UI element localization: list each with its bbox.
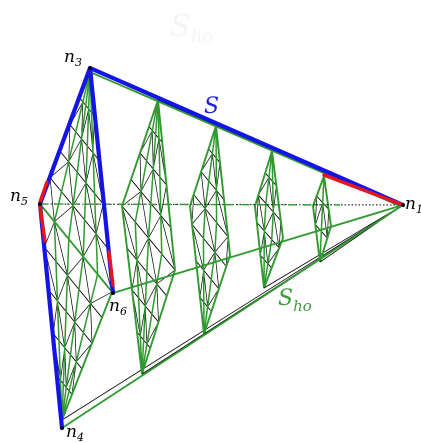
green-panel-line bbox=[203, 125, 218, 335]
node-label-n3-sub: 3 bbox=[75, 56, 82, 69]
green-edge-n5-n6 bbox=[39, 203, 114, 294]
green-panel-line bbox=[141, 99, 159, 375]
green-edge-n6-n1 bbox=[112, 204, 404, 294]
node-label-n6-main: n bbox=[109, 296, 120, 316]
surface-label-s-main: S bbox=[204, 94, 219, 119]
ghost-title-main: S bbox=[170, 9, 191, 44]
center-dotted-line bbox=[39, 203, 404, 206]
blue-boundary-s bbox=[37, 65, 406, 431]
green-panel-line bbox=[263, 150, 273, 289]
node-label-n4: n4 bbox=[66, 422, 84, 443]
red-segment-n5-up bbox=[38, 180, 49, 204]
node-label-n5: n5 bbox=[10, 186, 28, 208]
node-label-n5-main: n bbox=[10, 186, 21, 206]
node-dot-n6 bbox=[111, 291, 115, 295]
ghost-title-sub: ho bbox=[191, 26, 214, 47]
green-panel-line bbox=[202, 125, 217, 335]
node-label-n4-sub: 4 bbox=[76, 431, 84, 443]
green-panel-outline bbox=[39, 71, 113, 421]
green-edge-n4-n1 bbox=[61, 204, 404, 429]
panel-4 bbox=[256, 150, 282, 289]
surface-label-sho: Sho bbox=[278, 286, 312, 315]
node-label-n4-main: n bbox=[66, 422, 77, 442]
panel-2-green bbox=[121, 99, 404, 375]
node-dot-n4 bbox=[60, 426, 64, 430]
red-segment-n6 bbox=[107, 250, 115, 287]
panel-1 bbox=[39, 71, 113, 421]
mesh-cell bbox=[146, 237, 163, 285]
node-label-n5-sub: 5 bbox=[21, 195, 28, 208]
surface-label-s: S bbox=[204, 94, 219, 119]
node-dot-n1 bbox=[401, 203, 405, 207]
node-dot-n3 bbox=[88, 66, 92, 70]
node-dots bbox=[38, 66, 405, 430]
node-label-n3: n3 bbox=[64, 47, 82, 69]
blue-edge-n4-n5-n3-n1 bbox=[37, 65, 406, 431]
green-panel-line bbox=[263, 150, 275, 289]
node-label-n1-main: n bbox=[405, 194, 416, 214]
node-label-n6: n6 bbox=[109, 296, 127, 318]
red-segment-n1 bbox=[322, 173, 405, 207]
surface-label-sho-sub: ho bbox=[293, 297, 312, 315]
node-label-n6-sub: 6 bbox=[120, 305, 127, 318]
ghost-title-label: Sho bbox=[170, 9, 213, 47]
mesh-cell bbox=[121, 204, 138, 262]
center-dashdot-line bbox=[39, 203, 341, 206]
node-dot-n5 bbox=[38, 202, 42, 206]
panel-3 bbox=[191, 125, 229, 335]
green-panel-line bbox=[61, 71, 91, 421]
green-panel-line bbox=[134, 99, 159, 375]
green-panel-line bbox=[319, 175, 325, 263]
node-label-n1-sub: 1 bbox=[416, 203, 421, 216]
green-wedge-line bbox=[61, 204, 404, 421]
node-label-n1: n1 bbox=[405, 194, 421, 216]
red-segment-n5-down bbox=[38, 204, 47, 243]
node-label-n3-main: n bbox=[64, 47, 75, 67]
green-panel-line bbox=[61, 71, 91, 421]
green-panel-line bbox=[141, 99, 163, 375]
green-wedge-line bbox=[263, 204, 404, 289]
red-segments bbox=[38, 173, 405, 287]
surface-label-sho-main: S bbox=[278, 286, 293, 311]
